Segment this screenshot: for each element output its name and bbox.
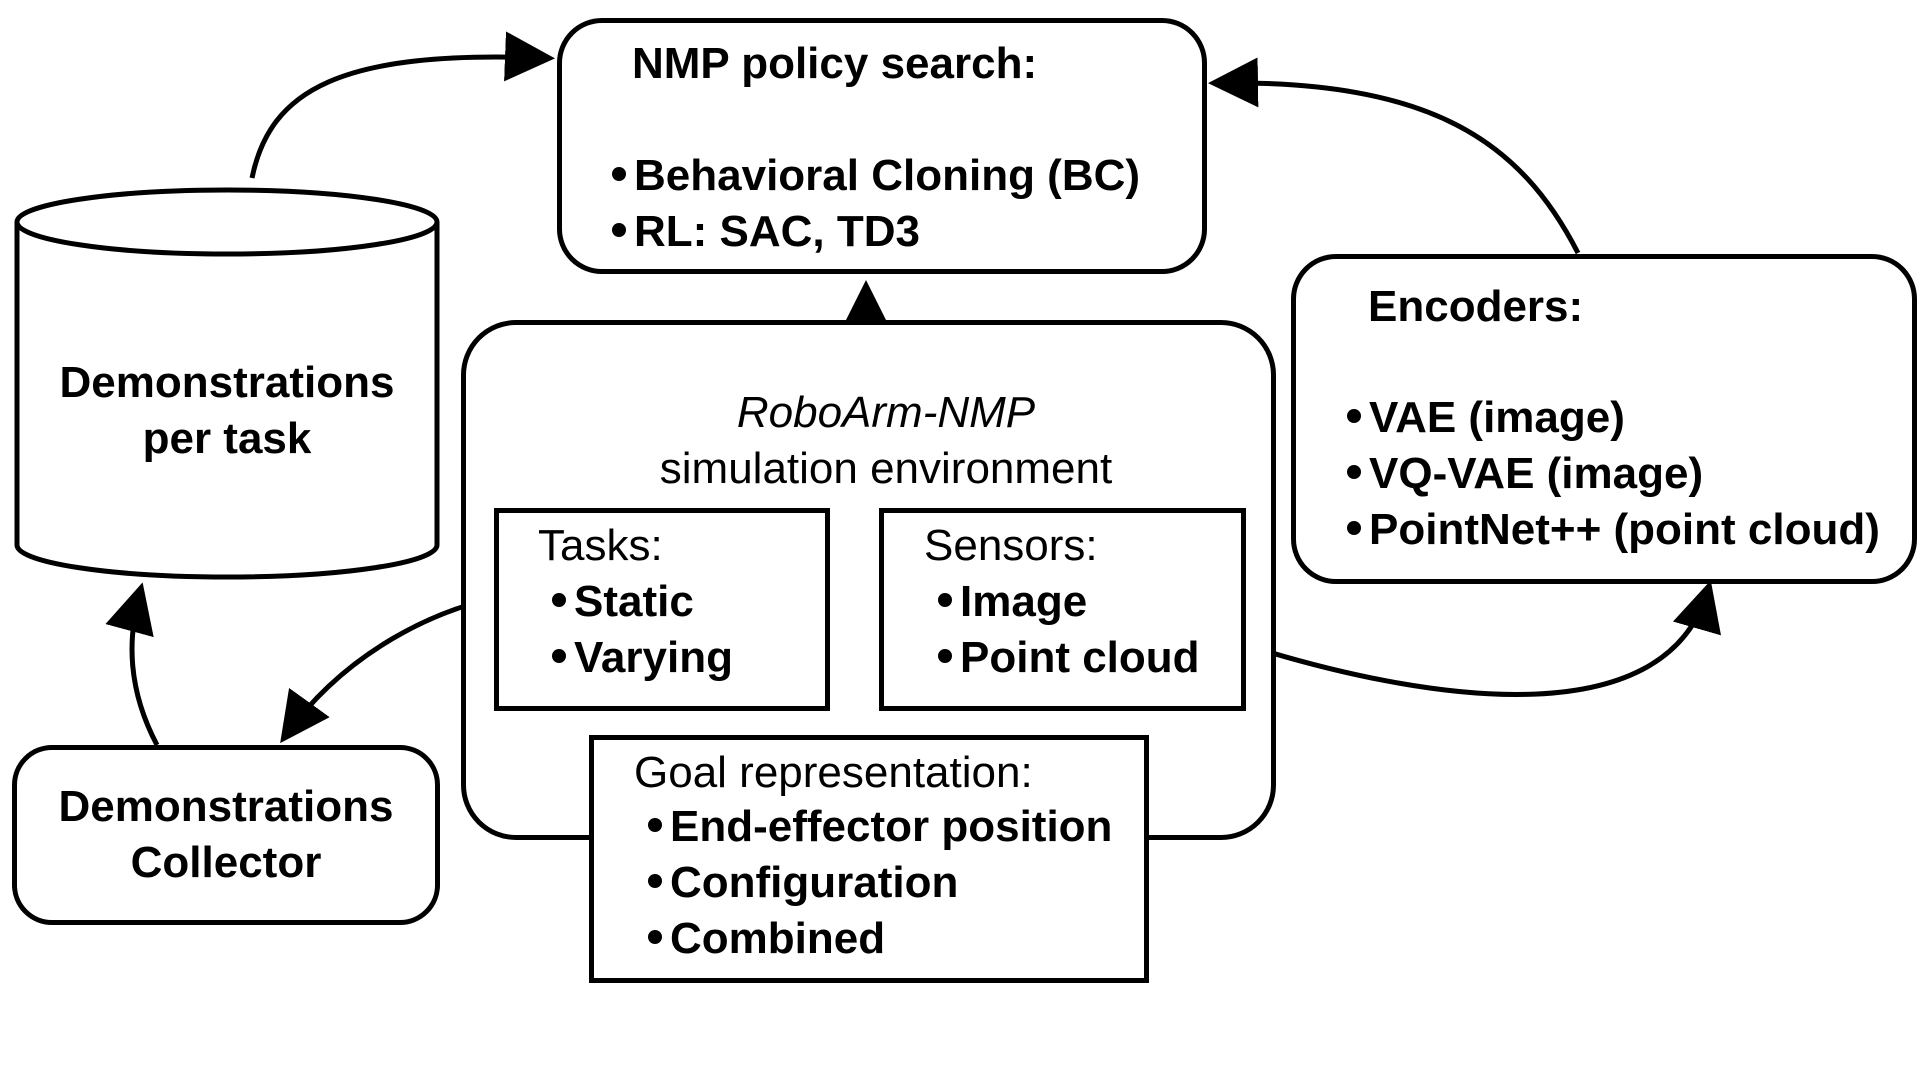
goal-item-combined: Combined	[648, 911, 1112, 967]
bullet-icon	[612, 167, 626, 182]
encoders-items: VAE (image) VQ-VAE (image) PointNet++ (p…	[1347, 390, 1880, 558]
database-label: Demonstrations per task	[17, 355, 437, 467]
bullet-icon	[938, 593, 952, 608]
arrow-sensors-to-encoders	[1245, 580, 1721, 697]
environment-name: RoboArm-NMP	[736, 388, 1036, 437]
bullet-icon	[1347, 409, 1361, 424]
bullet-icon	[1347, 521, 1361, 536]
encoder-item-vae: VAE (image)	[1347, 390, 1880, 446]
bullet-icon	[612, 223, 626, 238]
arrow-collector-to-database	[105, 582, 160, 747]
encoder-item-pointnet: PointNet++ (point cloud)	[1347, 502, 1880, 558]
environment-subtitle: simulation environment	[659, 444, 1113, 493]
sensor-item-image: Image	[938, 574, 1200, 630]
sensors-items: Image Point cloud	[938, 574, 1200, 686]
bullet-icon	[938, 649, 952, 664]
arrow-encoders-to-policy	[1208, 57, 1581, 255]
database-cylinder	[14, 187, 440, 580]
bullet-icon	[552, 649, 566, 664]
policy-search-items: Behavioral Cloning (BC) RL: SAC, TD3	[612, 148, 1140, 260]
collector-label: Demonstrations Collector	[12, 779, 440, 891]
goal-item-end-effector: End-effector position	[648, 799, 1112, 855]
task-item-static: Static	[552, 574, 733, 630]
encoders-title: Encoders:	[1368, 282, 1584, 331]
encoders-box	[1291, 254, 1917, 584]
collector-label-line1: Demonstrations	[58, 782, 394, 831]
goal-items: End-effector position Configuration Comb…	[648, 799, 1112, 967]
tasks-title: Tasks:	[538, 521, 663, 570]
goal-item-configuration: Configuration	[648, 855, 1112, 911]
sensor-item-point-cloud: Point cloud	[938, 630, 1200, 686]
task-item-varying: Varying	[552, 630, 733, 686]
goal-box	[589, 735, 1149, 983]
bullet-icon	[1347, 465, 1361, 480]
collector-label-line2: Collector	[130, 838, 322, 887]
tasks-box	[494, 508, 830, 711]
policy-item-bc: Behavioral Cloning (BC)	[612, 148, 1140, 204]
bullet-icon	[552, 593, 566, 608]
collector-box	[12, 745, 440, 925]
bullet-icon	[648, 930, 662, 945]
encoder-item-vq-vae: VQ-VAE (image)	[1347, 446, 1880, 502]
policy-search-box	[557, 18, 1207, 274]
sensors-box	[879, 508, 1246, 711]
sensors-title: Sensors:	[924, 521, 1098, 570]
database-label-line2: per task	[142, 414, 312, 463]
policy-item-rl: RL: SAC, TD3	[612, 204, 1140, 260]
bullet-icon	[648, 818, 662, 833]
database-label-line1: Demonstrations	[59, 358, 395, 407]
goal-title: Goal representation:	[634, 748, 1033, 797]
arrow-database-to-policy	[249, 31, 555, 179]
policy-search-title: NMP policy search:	[632, 39, 1038, 88]
bullet-icon	[648, 874, 662, 889]
tasks-items: Static Varying	[552, 574, 733, 686]
environment-title: RoboArm-NMP simulation environment	[561, 385, 1211, 497]
